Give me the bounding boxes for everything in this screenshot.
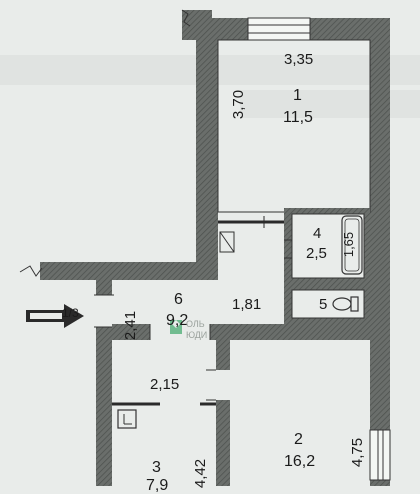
window-right — [369, 429, 391, 481]
dim-hall-width: 2,15 — [150, 376, 180, 393]
watermark-line1: ОЛЬ — [186, 319, 205, 329]
sink-icon — [117, 409, 137, 429]
dim-room1-width: 3,35 — [284, 51, 314, 68]
room6-number: 6 — [174, 291, 183, 308]
bathtub-icon — [341, 215, 363, 275]
door-room2 — [216, 370, 230, 400]
room5-number: 5 — [319, 296, 328, 313]
wall-corner-top — [182, 10, 212, 40]
watermark-line2: ЮДИ — [186, 330, 208, 340]
room1-area: 11,5 — [283, 109, 313, 126]
dim-room2-length: 4,75 — [349, 437, 367, 468]
room1-number: 1 — [293, 87, 302, 104]
room2-area: 16,2 — [284, 453, 316, 470]
room4-number: 4 — [313, 225, 322, 242]
wall-room1-left — [196, 18, 218, 280]
room-4 — [291, 213, 365, 279]
wall-hall-left — [96, 280, 112, 486]
wall-mid-left — [40, 262, 218, 280]
room2-number: 2 — [294, 431, 303, 448]
room3-area: 7,9 — [146, 477, 169, 494]
wall-room2-left — [216, 340, 230, 486]
dim-corridor-width: 1,81 — [232, 296, 262, 313]
room4-area: 2,5 — [306, 245, 327, 262]
entrance-door — [94, 295, 114, 327]
shaft — [219, 231, 235, 253]
dim-room4-length: 1,65 — [341, 231, 357, 258]
wall-right — [370, 18, 390, 486]
room6-area: 9,2 — [166, 312, 189, 329]
dim-room1-length: 3,70 — [230, 89, 248, 120]
dim-hall-length: 2,41 — [122, 310, 140, 341]
dim-room3-length: 4,42 — [192, 458, 210, 489]
room3-number: 3 — [152, 459, 161, 476]
entrance-arrow-icon — [26, 304, 84, 328]
watermark-logo — [170, 320, 182, 334]
room-5 — [291, 289, 365, 319]
entrance-marker: 1/3 — [62, 306, 79, 320]
window-top — [247, 17, 311, 41]
